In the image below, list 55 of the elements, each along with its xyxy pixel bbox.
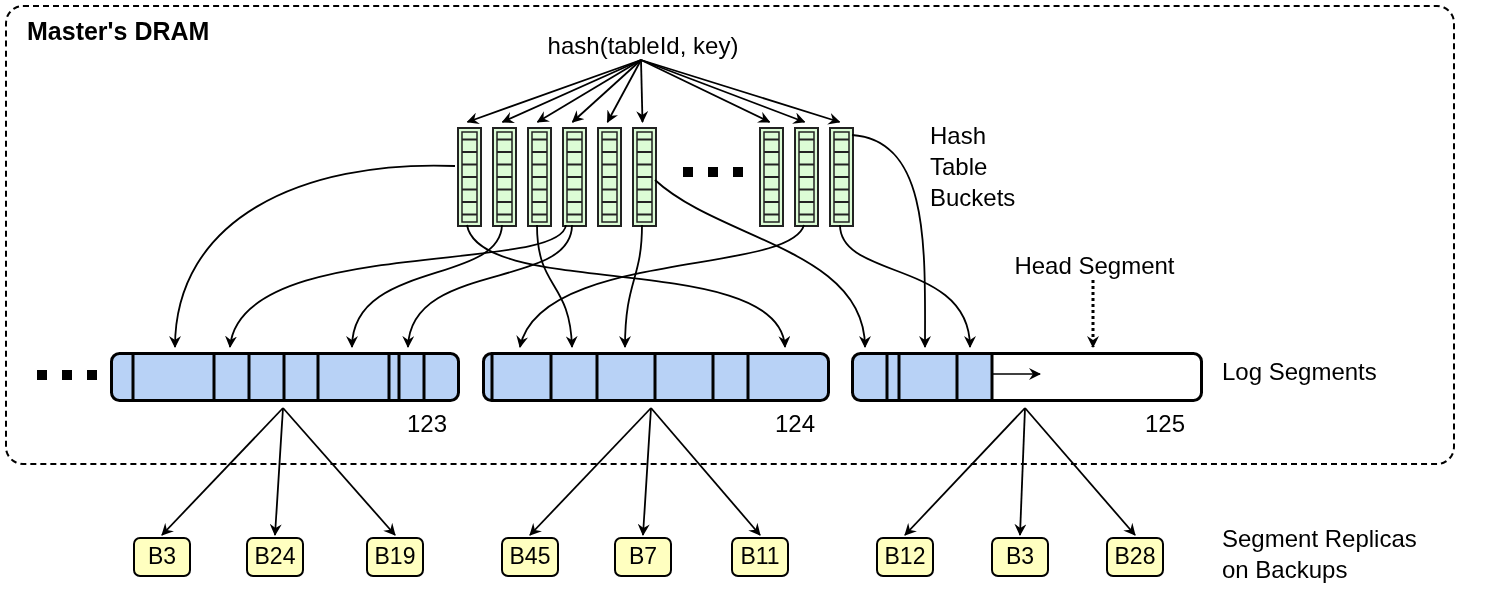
backup-box: B3 [133, 537, 191, 577]
backup-box: B45 [501, 537, 559, 577]
hash-table-label: Hash Table Buckets [930, 121, 1017, 213]
backup-box: B3 [991, 537, 1049, 577]
hash-bucket-column [794, 127, 819, 227]
arrow [529, 407, 652, 536]
hash-bucket-column [457, 127, 482, 227]
arrow [269, 407, 284, 536]
backup-box: B24 [246, 537, 304, 577]
hash-bucket-column [492, 127, 517, 227]
arrow [851, 134, 931, 348]
arrow [169, 165, 456, 348]
arrow [282, 407, 396, 536]
arrow [650, 407, 761, 536]
arrow [227, 224, 567, 348]
hash-bucket-column [597, 127, 622, 227]
region-title: Master's DRAM [27, 17, 210, 46]
backup-box: B7 [614, 537, 672, 577]
arrow [839, 224, 975, 348]
segment-number: 123 [407, 410, 448, 438]
arrow [404, 224, 573, 348]
arrow [636, 59, 649, 123]
arrow [619, 224, 643, 348]
backup-box: B12 [876, 537, 934, 577]
arrow [637, 407, 652, 536]
hash-bucket-column [829, 127, 854, 227]
arrow [571, 59, 642, 123]
arrow [606, 59, 642, 123]
arrow [466, 224, 788, 348]
hash-bucket-column [759, 127, 784, 227]
dotted-arrow [1087, 280, 1099, 348]
arrow [904, 407, 1026, 536]
pointer-label: Head Segment [977, 250, 1212, 282]
hash-bucket-column [562, 127, 587, 227]
arrow [518, 224, 805, 348]
replica-label: Segment Replicas on Backups [1222, 524, 1418, 585]
arrow [536, 224, 578, 348]
backup-box: B19 [366, 537, 424, 577]
function-label: hash(tableId, key) [507, 30, 779, 62]
arrow [161, 407, 284, 536]
log-label: Log Segments [1222, 357, 1378, 387]
segment-number: 125 [1145, 410, 1186, 438]
arrow [654, 179, 870, 348]
arrow [1024, 407, 1136, 536]
arrow [536, 59, 642, 123]
hash-bucket-column [527, 127, 552, 227]
arrow [1014, 407, 1027, 536]
arrow [347, 224, 503, 348]
arrow [640, 59, 841, 125]
segment-number: 124 [775, 410, 816, 438]
backup-box: B11 [731, 537, 789, 577]
hash-bucket-column [632, 127, 657, 227]
memory-region [5, 5, 1455, 465]
arrow [640, 59, 806, 124]
backup-box: B28 [1106, 537, 1164, 577]
